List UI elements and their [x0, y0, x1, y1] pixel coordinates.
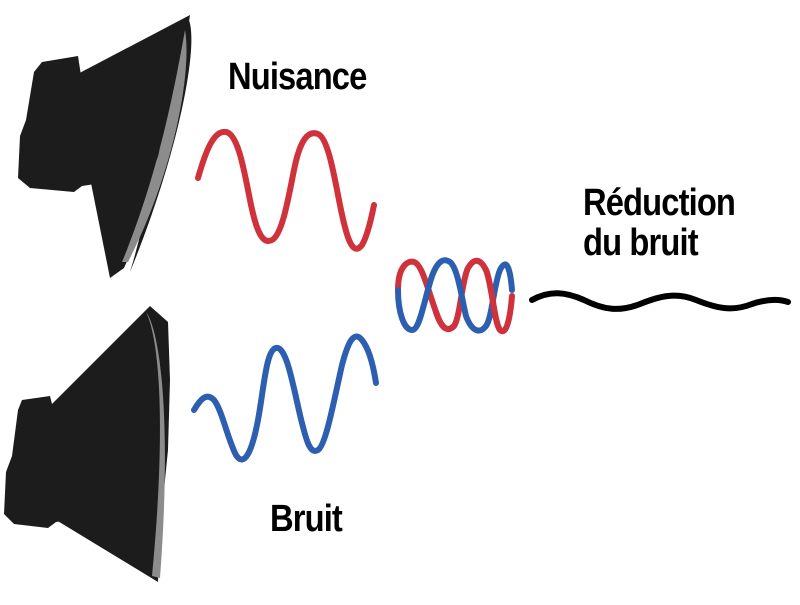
noise-wave: [195, 128, 377, 252]
top-speaker-icon: [18, 15, 192, 278]
anti-noise-wave: [191, 333, 379, 463]
noise-reduction-label-line1: Réduction: [583, 182, 736, 224]
bottom-speaker-icon: [4, 306, 170, 582]
noise-label: Nuisance: [228, 56, 367, 98]
braid-red-overlay: [433, 267, 503, 333]
noise-reduction-label-line2: du bruit: [583, 221, 699, 264]
bottom-speaker-body: [44, 306, 170, 582]
reduced-noise-wave: [529, 290, 791, 312]
anti-noise-label: Bruit: [270, 498, 343, 540]
interference-braid: [395, 257, 515, 335]
top-speaker-dustcap: [140, 118, 160, 166]
noise-reduction-label: Réduction du bruit: [583, 182, 736, 264]
bottom-speaker-dustcap: [122, 422, 142, 474]
braid-blue-strand: [395, 257, 515, 334]
bottom-speaker-cone: [146, 312, 165, 578]
top-speaker-body: [70, 15, 190, 278]
